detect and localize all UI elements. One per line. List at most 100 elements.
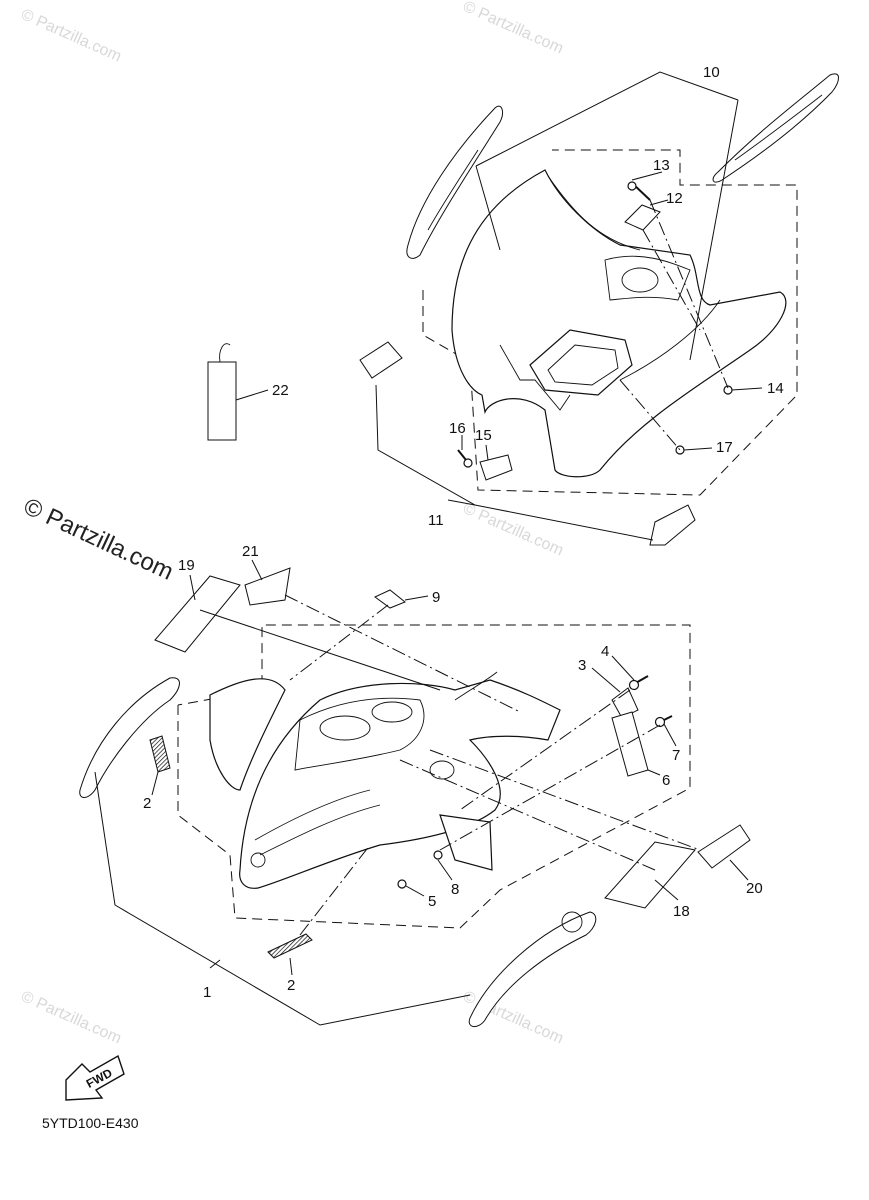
fwd-arrow-icon: FWD <box>65 1054 125 1101</box>
rear-assembly-outline <box>422 149 798 496</box>
bolt-13 <box>627 181 651 201</box>
front-fender-panel <box>439 814 493 871</box>
bolt-4 <box>628 675 649 691</box>
centerline-18 <box>399 759 656 871</box>
rear-fender-assembly <box>207 71 839 546</box>
decal-11-left <box>359 341 403 379</box>
callout-19[interactable]: 19 <box>178 557 195 574</box>
leader-15 <box>485 444 489 461</box>
rear-fender-body <box>451 169 787 478</box>
leader-1 <box>94 771 471 1026</box>
label-22 <box>207 361 237 441</box>
callout-20[interactable]: 20 <box>746 880 763 897</box>
callout-4[interactable]: 4 <box>601 643 609 660</box>
front-fender-line-1 <box>254 789 371 841</box>
callout-10[interactable]: 10 <box>703 64 720 81</box>
centerline-3 <box>459 689 631 811</box>
front-fender-recess-right <box>371 701 413 723</box>
front-fender-line-2 <box>259 804 381 856</box>
rear-fender-crease <box>547 175 641 251</box>
callouts: 1 2 2 3 4 5 6 7 8 9 10 11 12 13 14 15 16… <box>143 64 784 1001</box>
callout-2-lower[interactable]: 2 <box>287 977 295 994</box>
decal-3 <box>611 687 639 719</box>
front-assembly-outline <box>177 624 691 929</box>
leader-10 <box>475 71 739 167</box>
callout-1[interactable]: 1 <box>203 984 211 1001</box>
decal-1-right <box>468 911 597 1027</box>
bolt-16 <box>457 449 473 468</box>
leader-9 <box>404 595 429 601</box>
callout-16[interactable]: 16 <box>449 420 466 437</box>
callout-21[interactable]: 21 <box>242 543 259 560</box>
leader-19-dashdot <box>199 609 441 691</box>
rear-fender-seat-area <box>604 255 691 301</box>
leader-14 <box>731 387 763 391</box>
leader-7 <box>663 723 677 747</box>
callout-17[interactable]: 17 <box>716 439 733 456</box>
decal-10-right <box>712 73 839 183</box>
storage-box-inner <box>547 344 619 386</box>
centerline-12 <box>642 229 701 331</box>
rear-fender-side-line <box>619 299 721 381</box>
bolt-7 <box>654 715 673 728</box>
leader-4 <box>611 655 635 681</box>
leader-1-mark <box>209 959 221 969</box>
leader-12 <box>649 199 669 206</box>
callout-18[interactable]: 18 <box>673 903 690 920</box>
callout-15[interactable]: 15 <box>475 427 492 444</box>
callout-6[interactable]: 6 <box>662 772 670 789</box>
diagram-code: 5YTD100-E430 <box>42 1115 139 1131</box>
yamaha-emblem <box>561 911 583 933</box>
watermark-top-right: © Partzilla.com <box>460 0 565 58</box>
leader-10-left <box>475 165 501 251</box>
reflector-2-upper <box>149 735 171 773</box>
front-fender-assembly <box>79 559 751 1027</box>
leader-20 <box>729 859 749 881</box>
front-fender-body <box>239 679 561 889</box>
watermark-bottom-left: © Partzilla.com <box>18 988 123 1047</box>
callout-2-upper[interactable]: 2 <box>143 795 151 812</box>
callout-13[interactable]: 13 <box>653 157 670 174</box>
watermarks: © Partzilla.com © Partzilla.com © Partzi… <box>18 0 565 1048</box>
front-fender-left-wing <box>209 678 286 791</box>
leader-11 <box>375 384 654 541</box>
leader-2-upper <box>151 771 159 796</box>
callout-14[interactable]: 14 <box>767 380 784 397</box>
leader-6 <box>647 769 661 776</box>
decal-10-left-graphic <box>427 149 479 231</box>
decal-10-right-graphic <box>734 94 823 161</box>
leader-13 <box>631 171 663 181</box>
decal-10-left <box>406 105 503 259</box>
leader-8 <box>437 859 453 881</box>
decal-1-left <box>79 677 180 798</box>
callout-22[interactable]: 22 <box>272 382 289 399</box>
decal-12 <box>624 204 661 231</box>
callout-7[interactable]: 7 <box>672 747 680 764</box>
front-fender-cap <box>429 760 455 780</box>
leader-22 <box>235 389 269 401</box>
front-fender-right-tip <box>454 671 498 701</box>
callout-11[interactable]: 11 <box>428 512 444 529</box>
front-fender-top-panel <box>294 697 425 771</box>
centerline-17 <box>619 379 681 451</box>
centerline-9 <box>289 604 389 681</box>
watermark-top-left: © Partzilla.com <box>18 6 123 65</box>
callout-3[interactable]: 3 <box>578 657 586 674</box>
decal-15 <box>479 454 513 481</box>
leader-21 <box>251 559 263 581</box>
leader-3 <box>591 667 621 693</box>
callout-12[interactable]: 12 <box>666 190 683 207</box>
rear-fender-inner-edge <box>499 344 571 411</box>
callout-5[interactable]: 5 <box>428 893 436 910</box>
centerline-13 <box>649 199 729 389</box>
decal-11-right <box>649 504 696 546</box>
label-22-string <box>219 343 231 363</box>
decal-21 <box>244 567 291 606</box>
nut-5 <box>397 879 407 889</box>
watermark-mid: © Partzilla.com <box>460 500 565 559</box>
callout-8[interactable]: 8 <box>451 881 459 898</box>
plate-6 <box>611 711 649 777</box>
leader-17 <box>683 447 713 451</box>
callout-9[interactable]: 9 <box>432 589 440 606</box>
